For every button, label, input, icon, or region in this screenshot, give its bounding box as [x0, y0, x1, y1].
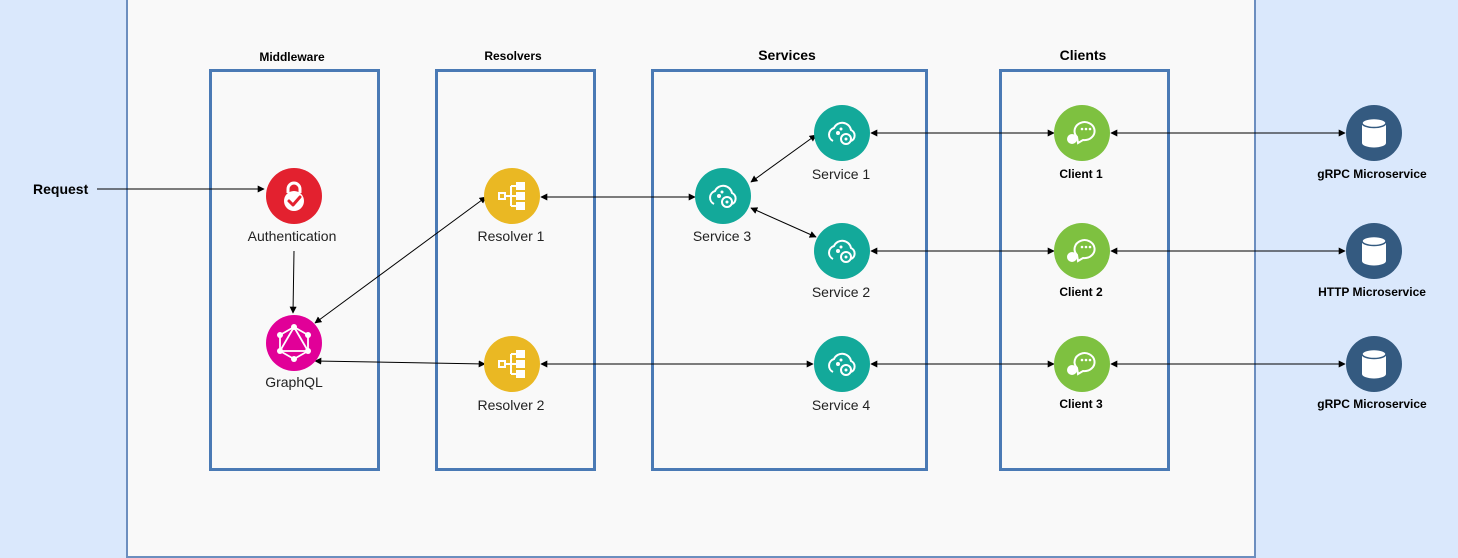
middleware-title: Middleware — [259, 50, 325, 64]
services-title: Services — [758, 47, 816, 63]
service1-label: Service 1 — [811, 166, 871, 182]
hierarchy-icon — [498, 182, 525, 210]
clients-group — [999, 69, 1170, 471]
client3-label: Client 3 — [1059, 397, 1103, 411]
resolver1-label: Resolver 1 — [477, 228, 545, 244]
db1-node[interactable] — [1346, 105, 1402, 161]
db3-label: gRPC Microservice — [1317, 397, 1427, 411]
cloud-gear-icon — [828, 352, 856, 376]
request-label: Request — [33, 181, 89, 197]
edge-service3-service2 — [750, 207, 817, 238]
db2-node[interactable] — [1346, 223, 1402, 279]
lock-check-icon — [284, 181, 304, 211]
resolver2-label: Resolver 2 — [477, 397, 545, 413]
client2-label: Client 2 — [1059, 285, 1103, 299]
resolver2-node[interactable] — [484, 336, 540, 392]
database-icon — [1361, 235, 1387, 266]
service1-node[interactable] — [814, 105, 870, 161]
chat-bubble-icon — [1067, 239, 1096, 263]
edge-graphql-resolver1 — [314, 196, 487, 324]
edge-auth-graphql — [289, 250, 297, 314]
authentication-label: Authentication — [247, 228, 337, 244]
database-icon — [1361, 348, 1387, 379]
db3-node[interactable] — [1346, 336, 1402, 392]
graphql-label: GraphQL — [265, 374, 323, 390]
edge-service3-service1 — [750, 134, 817, 183]
chat-bubble-icon — [1067, 121, 1096, 145]
resolvers-title: Resolvers — [484, 49, 542, 63]
resolver1-node[interactable] — [484, 168, 540, 224]
db1-label: gRPC Microservice — [1317, 167, 1427, 181]
service3-label: Service 3 — [692, 228, 752, 244]
edge-graphql-resolver2 — [314, 357, 486, 368]
cloud-gear-icon — [709, 184, 737, 208]
graphql-icon — [277, 324, 311, 362]
cloud-gear-icon — [828, 121, 856, 145]
service2-node[interactable] — [814, 223, 870, 279]
database-icon — [1361, 117, 1387, 148]
cloud-gear-icon — [828, 239, 856, 263]
client3-node[interactable] — [1054, 336, 1110, 392]
client1-label: Client 1 — [1059, 167, 1103, 181]
services-group — [651, 69, 928, 471]
hierarchy-icon — [498, 350, 525, 378]
authentication-node[interactable] — [266, 168, 322, 224]
service2-label: Service 2 — [811, 284, 871, 300]
architecture-panel — [126, 0, 1256, 558]
graphql-node[interactable] — [266, 315, 322, 371]
clients-title: Clients — [1059, 47, 1107, 63]
service4-node[interactable] — [814, 336, 870, 392]
service4-label: Service 4 — [811, 397, 871, 413]
client2-node[interactable] — [1054, 223, 1110, 279]
service3-node[interactable] — [695, 168, 751, 224]
db2-label: HTTP Microservice — [1318, 285, 1426, 299]
chat-bubble-icon — [1067, 352, 1096, 376]
client1-node[interactable] — [1054, 105, 1110, 161]
